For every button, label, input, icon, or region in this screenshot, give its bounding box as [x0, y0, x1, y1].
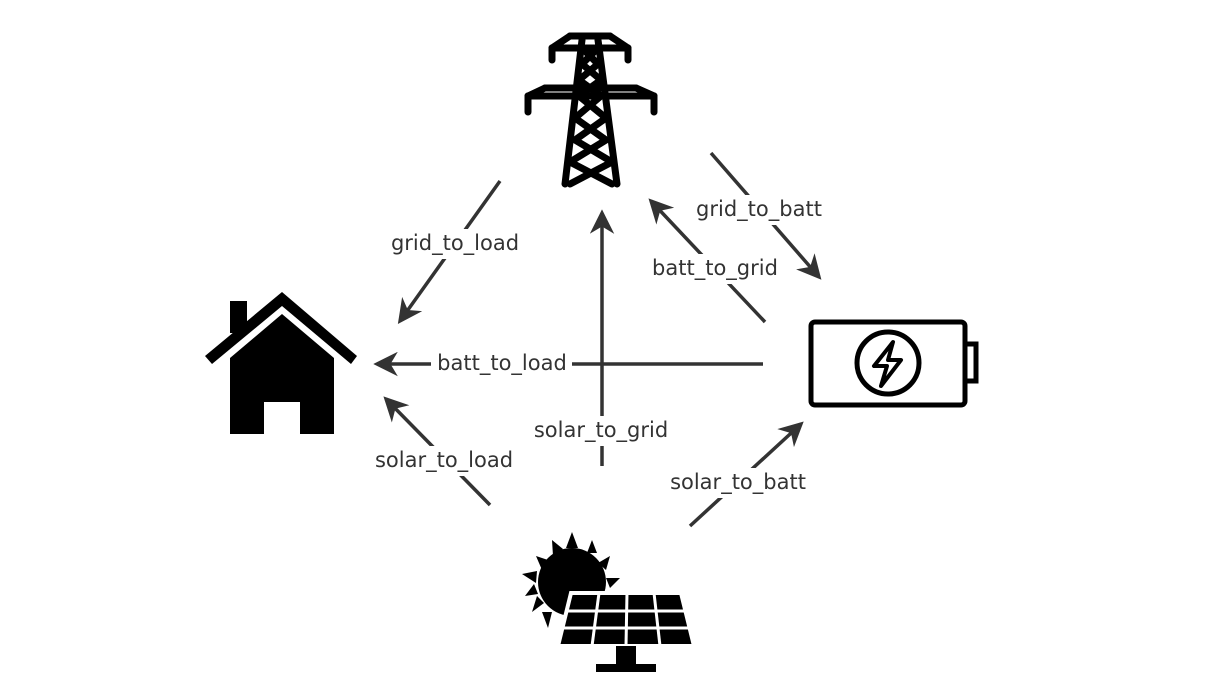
house-icon: [205, 292, 357, 434]
solar-panel-sun-icon: [522, 532, 697, 672]
battery-bolt-icon: [808, 319, 979, 408]
solar-to-grid-label: solar_to_grid: [534, 418, 668, 443]
grid-to-load-label: grid_to_load: [391, 231, 519, 256]
grid-to-batt-label: grid_to_batt: [696, 197, 822, 222]
batt-to-load-label: batt_to_load: [437, 351, 567, 376]
power-tower-icon: [524, 32, 658, 188]
batt-to-grid-label: batt_to_grid: [652, 256, 778, 281]
solar-to-batt-label: solar_to_batt: [670, 470, 806, 495]
solar-to-load-label: solar_to_load: [375, 448, 513, 473]
